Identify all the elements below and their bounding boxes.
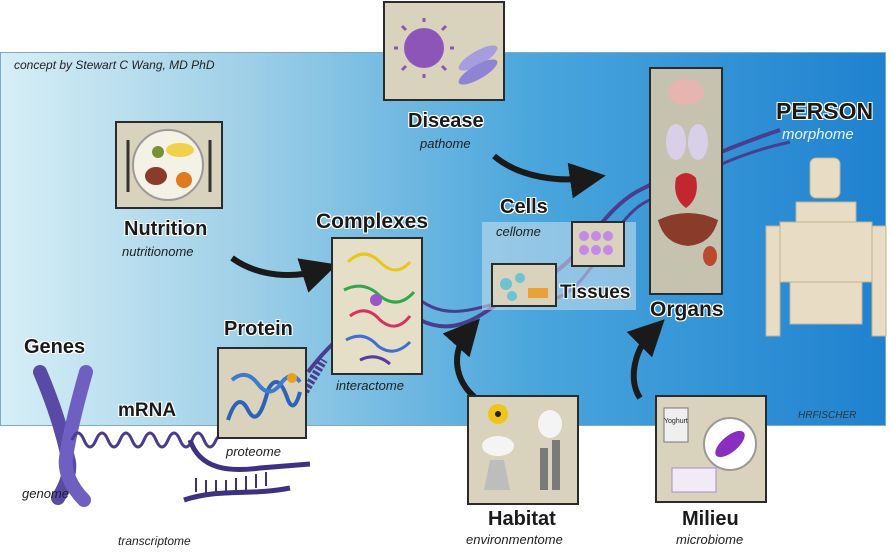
nutritionome-label: nutritionome bbox=[122, 244, 194, 259]
nutrition-arrow bbox=[230, 255, 338, 293]
mrna-strand bbox=[70, 419, 232, 449]
protein-panel bbox=[217, 347, 307, 439]
chromosome-icon bbox=[33, 365, 93, 507]
disease-arrow bbox=[492, 153, 606, 199]
genome-label: genome bbox=[22, 486, 69, 501]
protein-label: Protein bbox=[224, 318, 293, 340]
genes-label: Genes bbox=[24, 336, 86, 358]
nutrition-label: Nutrition bbox=[124, 218, 208, 240]
complexes-panel bbox=[331, 237, 423, 375]
milieu-panel bbox=[655, 395, 767, 503]
disease-label: Disease bbox=[408, 110, 484, 132]
disease-panel bbox=[383, 1, 505, 101]
yogurt-label: Yoghurt bbox=[664, 418, 688, 425]
complexes-label: Complexes bbox=[316, 210, 429, 233]
person-figure bbox=[765, 157, 887, 337]
organs-label: Organs bbox=[650, 298, 724, 321]
habitat-label: Habitat bbox=[488, 508, 556, 530]
artist-signature: HRFISCHER bbox=[798, 410, 857, 421]
pathome-label: pathome bbox=[420, 136, 471, 151]
transcriptome-label: transcriptome bbox=[118, 534, 191, 548]
blue-background-panel bbox=[0, 52, 886, 426]
environmentome-label: environmentome bbox=[466, 532, 563, 547]
person-label: PERSON bbox=[776, 98, 874, 124]
mrna-label: mRNA bbox=[118, 400, 177, 421]
organs-panel bbox=[649, 67, 723, 295]
nutrition-panel bbox=[115, 121, 223, 209]
milieu-arrow bbox=[626, 319, 665, 400]
cellome-label: cellome bbox=[496, 224, 541, 239]
tissues-label: Tissues bbox=[560, 282, 631, 303]
milieu-label: Milieu bbox=[682, 508, 739, 530]
morphome-label: morphome bbox=[782, 126, 854, 143]
habitat-arrow bbox=[442, 318, 480, 403]
cells-panel bbox=[491, 263, 557, 307]
proteome-label: proteome bbox=[226, 444, 281, 459]
tissues-panel bbox=[571, 221, 625, 267]
habitat-panel bbox=[467, 395, 579, 505]
microbiome-label: microbiome bbox=[676, 532, 744, 547]
interactome-label: interactome bbox=[336, 378, 404, 393]
credit-text: concept by Stewart C Wang, MD PhD bbox=[14, 58, 215, 72]
cells-label: Cells bbox=[500, 196, 548, 218]
